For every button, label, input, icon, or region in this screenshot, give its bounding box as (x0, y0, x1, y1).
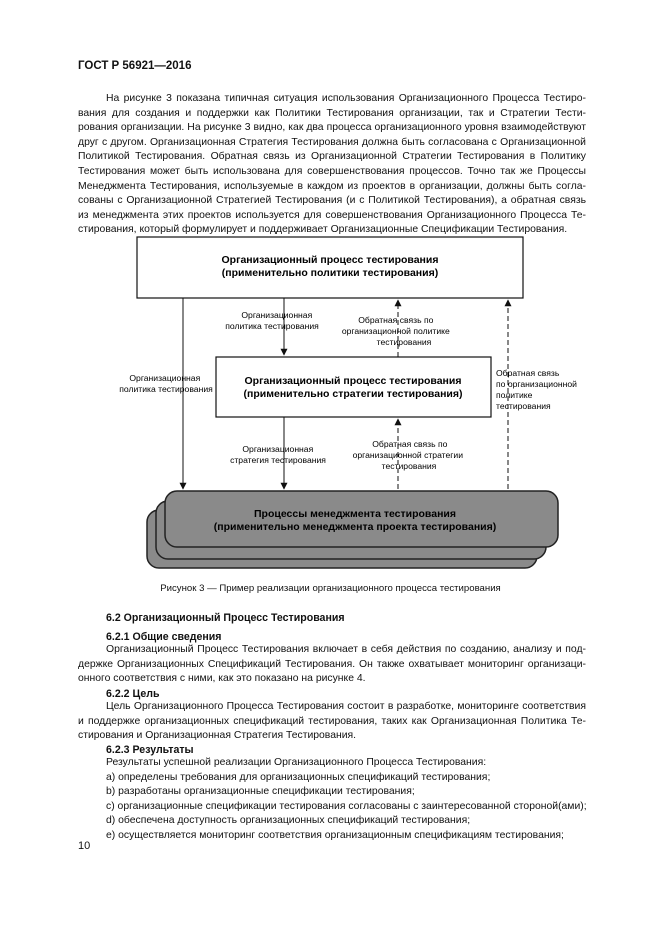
section-6-2-title: 6.2 Организационный Процесс Тестирования (106, 612, 345, 624)
page-number: 10 (78, 840, 91, 852)
text-line: стирования, который формулирует и поддер… (78, 224, 568, 236)
text-line: Менеджмента Тестирования, используемые в… (78, 180, 586, 192)
text-line: рования организации. На рисунке 3 видно,… (78, 122, 586, 134)
document-header: ГОСТ Р 56921—2016 (78, 60, 192, 72)
section-6-2-2-title: 6.2.2 Цель (106, 688, 160, 700)
list-item: e) осуществляется мониторинг соответстви… (106, 829, 564, 841)
management-box-title: Процессы менеджмента тестирования (254, 508, 456, 520)
intro-paragraph: На рисунке 3 показана типичная ситуация … (78, 92, 586, 238)
label-policy-inner: Организационная политика тестирования (225, 310, 319, 331)
text-line: вания для создания и поддержки как Полит… (78, 107, 586, 119)
figure-caption: Рисунок 3 — Пример реализации организаци… (160, 583, 501, 594)
label-feedback-strategy: Обратная связь по организационной страте… (353, 439, 466, 471)
section-6-2-3-list: Результаты успешной реализации Организац… (106, 756, 596, 844)
list-item: b) разработаны организационные специфика… (106, 786, 415, 798)
figure-3-diagram: Организационный процесс тестирования (пр… (119, 236, 579, 569)
text-line: Организационный Процесс Тестирования вкл… (106, 644, 586, 655)
text-line: из менеджмента этих проектов используетс… (78, 209, 586, 221)
strategy-process-box (215, 356, 492, 418)
label-policy-outer: Организационная политика тестирования (119, 373, 213, 394)
label-feedback-right: Обратная связь по организационной полити… (496, 368, 579, 411)
policy-process-box (136, 236, 524, 299)
text-line: Политикой Тестирования. Обратная связь и… (78, 151, 586, 163)
stack-layer (164, 490, 559, 548)
section-6-2-1-text: Организационный Процесс Тестирования вкл… (78, 643, 586, 687)
list-item: a) определены требования для организацио… (106, 771, 491, 783)
label-feedback-policy: Обратная связь по организационной полити… (342, 315, 452, 347)
section-6-2-2-text: Цель Организационного Процесса Тестирова… (78, 700, 586, 744)
list-item: c) организационные спецификации тестиров… (106, 800, 587, 812)
text-line: друг с другом. Организационная Стратегия… (78, 136, 586, 148)
strategy-box-subtitle: (применительно стратегии тестирования) (244, 388, 463, 400)
text-line: Цель Организационного Процесса Тестирова… (106, 701, 586, 712)
policy-box-subtitle: (применительно политики тестирования) (222, 267, 438, 279)
text-line: онного соответствия с ними, как это пока… (78, 673, 366, 685)
text-line: и поддержке организационных спецификаций… (78, 715, 586, 727)
label-strategy: Организационная стратегия тестирования (230, 444, 326, 465)
text-line: На рисунке 3 показана типичная ситуация … (106, 93, 586, 104)
text-line: сованы с Организационной Стратегией Тест… (78, 195, 586, 207)
text-line: держке Организационных Спецификаций Тест… (78, 658, 586, 670)
text-line: Тестирования может быть использована для… (78, 165, 586, 177)
text-line: стирования и Организационная Стратегия Т… (78, 730, 357, 742)
management-box-subtitle: (применительно менеджмента проекта тести… (214, 521, 497, 533)
policy-box-title: Организационный процесс тестирования (222, 254, 439, 266)
strategy-box-title: Организационный процесс тестирования (245, 375, 462, 387)
section-6-2-1-title: 6.2.1 Общие сведения (106, 631, 222, 643)
text-line: Результаты успешной реализации Организац… (106, 757, 487, 768)
list-item: d) обеспечена доступность организационны… (106, 815, 471, 827)
section-6-2-3-title: 6.2.3 Результаты (106, 744, 194, 756)
